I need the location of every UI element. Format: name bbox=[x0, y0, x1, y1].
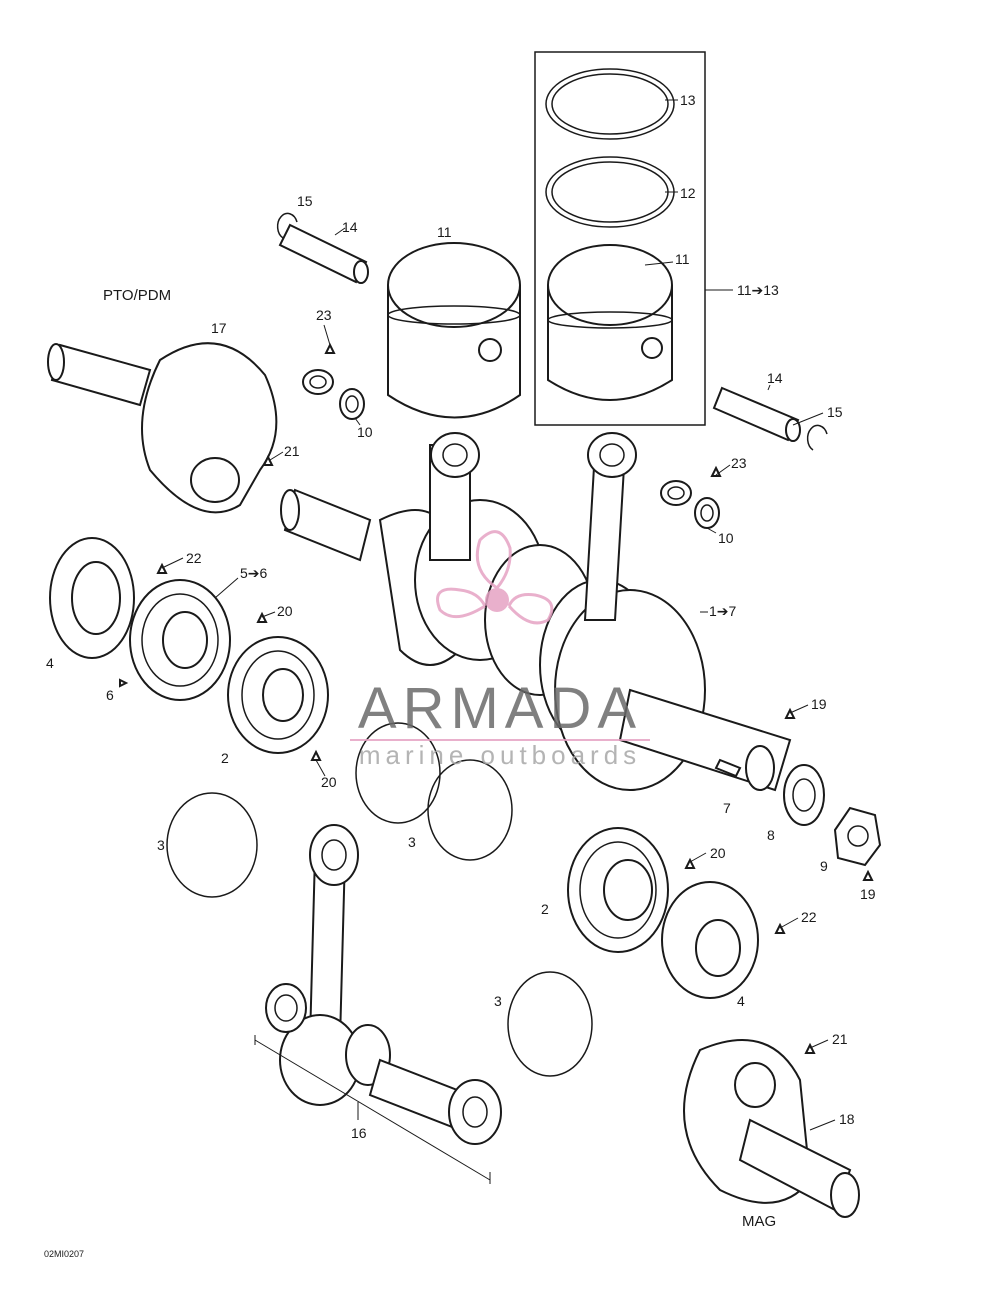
needle-bearing-23-left[interactable] bbox=[302, 342, 336, 395]
o-ring-3-mid-a[interactable] bbox=[355, 722, 441, 824]
leader-lines bbox=[161, 99, 836, 1131]
watermark: ARMADA marine outboards bbox=[350, 530, 650, 770]
oil-seal-4-left[interactable] bbox=[49, 537, 135, 659]
callout-3-lower: 3 bbox=[494, 993, 502, 1009]
callout-20-upper: 20 bbox=[277, 603, 293, 619]
callout-20-right: 20 bbox=[710, 845, 726, 861]
piston-ring-13[interactable] bbox=[545, 68, 675, 140]
crankshaft-half-17[interactable] bbox=[47, 342, 278, 514]
woodruff-key-7[interactable] bbox=[714, 758, 742, 778]
washer-8[interactable] bbox=[783, 764, 825, 826]
piston-kit-piston[interactable] bbox=[547, 244, 673, 401]
wrist-pin-14-right[interactable] bbox=[712, 386, 801, 442]
callout-10-left: 10 bbox=[357, 424, 373, 440]
wrist-pin-14-left[interactable] bbox=[278, 223, 369, 284]
callout-16: 16 bbox=[351, 1125, 367, 1141]
callout-11-right: 11 bbox=[675, 251, 690, 267]
callout-4-left: 4 bbox=[46, 655, 54, 671]
callout-23-right: 23 bbox=[731, 455, 747, 471]
callout-19-lower: 19 bbox=[860, 886, 876, 902]
watermark-tagline: marine outboards bbox=[359, 740, 641, 770]
mag-label: MAG bbox=[742, 1213, 776, 1230]
watermark-name: ARMADA bbox=[358, 676, 642, 741]
callout-11-top: 11 bbox=[437, 224, 452, 240]
watermark-propeller-icon bbox=[436, 530, 554, 625]
callout-10-right: 10 bbox=[718, 530, 734, 546]
o-ring-3-left[interactable] bbox=[166, 792, 258, 898]
nut-9[interactable] bbox=[833, 806, 882, 881]
callout-21-bottom: 21 bbox=[832, 1031, 848, 1047]
pto-label: PTO/PDM bbox=[103, 287, 171, 304]
callout-2-left: 2 bbox=[221, 750, 229, 766]
callout-6: 6 bbox=[106, 687, 114, 703]
callout-8: 8 bbox=[767, 827, 775, 843]
callout-18: 18 bbox=[839, 1111, 855, 1127]
callout-23-left: 23 bbox=[316, 307, 332, 323]
callout-22-left: 22 bbox=[186, 550, 202, 566]
callout-19-upper: 19 bbox=[811, 696, 827, 712]
callout-1-to-7: 1➔7 bbox=[709, 603, 737, 619]
piston-11[interactable] bbox=[387, 242, 521, 419]
callout-5-to-6: 5➔6 bbox=[240, 565, 268, 581]
callout-9: 9 bbox=[820, 858, 828, 874]
callout-21-top: 21 bbox=[284, 443, 300, 459]
o-ring-3-lower[interactable] bbox=[507, 971, 593, 1077]
circlip-15-left[interactable] bbox=[276, 212, 298, 239]
thrust-washer-10-left[interactable] bbox=[339, 388, 365, 420]
bearing-2-right[interactable] bbox=[567, 827, 696, 953]
callout-17: 17 bbox=[211, 320, 227, 336]
needle-bearing-23-right[interactable] bbox=[660, 465, 722, 506]
piston-ring-12[interactable] bbox=[545, 156, 675, 228]
callout-15-right: 15 bbox=[827, 404, 843, 420]
callout-11-to-13: 11➔13 bbox=[737, 282, 779, 298]
callout-15-left: 15 bbox=[297, 193, 313, 209]
callout-7: 7 bbox=[723, 800, 731, 816]
callout-12: 12 bbox=[680, 185, 696, 201]
o-ring-3-mid-b[interactable] bbox=[427, 759, 513, 861]
piston-kit-box bbox=[534, 51, 733, 426]
bearing-2-left[interactable] bbox=[227, 611, 329, 761]
bearing-5-6[interactable] bbox=[119, 562, 231, 701]
callout-13: 13 bbox=[680, 92, 696, 108]
callout-3-mid: 3 bbox=[408, 834, 416, 850]
callout-14-left: 14 bbox=[342, 219, 358, 235]
circlip-15-right[interactable] bbox=[806, 424, 828, 451]
callout-20-lower: 20 bbox=[321, 774, 337, 790]
drawing-code: 02MI0207 bbox=[44, 1249, 84, 1259]
oil-seal-4-right[interactable] bbox=[661, 881, 786, 999]
thrust-washer-10-right[interactable] bbox=[694, 497, 720, 529]
callout-3-left: 3 bbox=[157, 837, 165, 853]
connecting-rod-kit-16[interactable] bbox=[254, 824, 502, 1184]
callout-14-right: 14 bbox=[767, 370, 783, 386]
callout-4-right: 4 bbox=[737, 993, 745, 1009]
callout-22-right: 22 bbox=[801, 909, 817, 925]
callout-2-right: 2 bbox=[541, 901, 549, 917]
crankshaft-half-18[interactable] bbox=[683, 1039, 860, 1218]
